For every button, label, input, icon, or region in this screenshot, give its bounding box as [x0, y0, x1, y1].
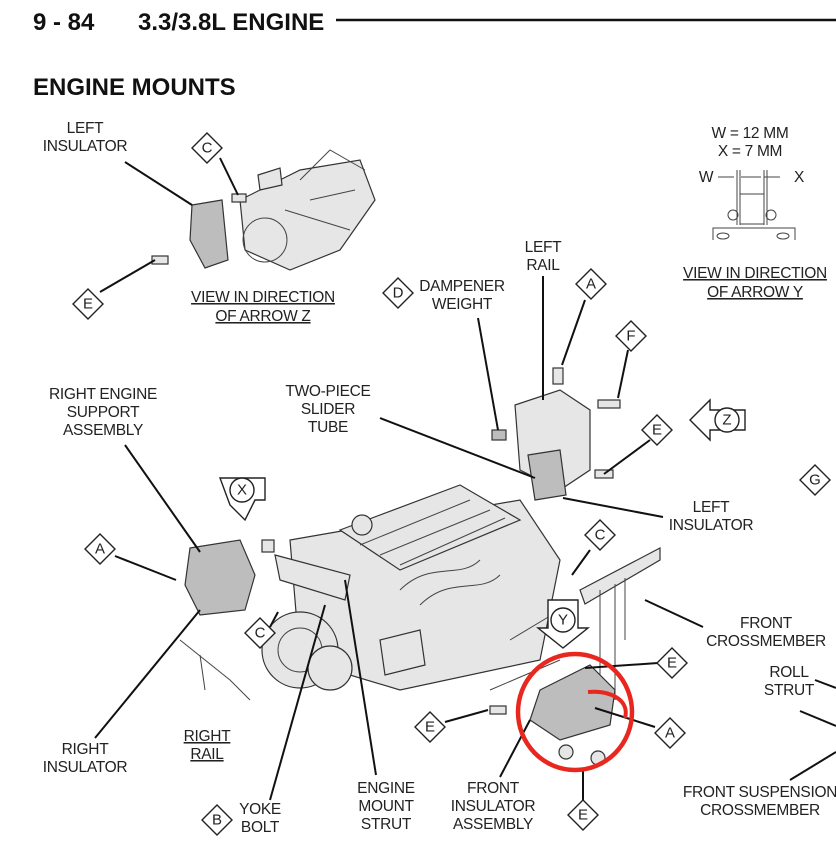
callout-c: C [191, 132, 223, 164]
svg-text:C: C [255, 625, 266, 642]
svg-text:D: D [393, 285, 404, 302]
callout-e: E [656, 647, 688, 679]
svg-text:E: E [425, 719, 435, 736]
svg-text:A: A [665, 725, 675, 742]
svg-text:E: E [652, 422, 662, 439]
svg-text:E: E [83, 296, 93, 313]
svg-text:X: X [237, 482, 247, 499]
callout-e: E [414, 711, 446, 743]
callout-g: G [799, 464, 831, 496]
callout-e: E [641, 414, 673, 446]
callout-a: A [575, 268, 607, 300]
callout-b: B [201, 804, 233, 836]
svg-text:B: B [212, 812, 222, 829]
svg-text:E: E [667, 655, 677, 672]
section-title: 3.3/3.8L ENGINE [138, 9, 324, 36]
left-insulator-illustration [491, 367, 621, 501]
callout-a: A [654, 717, 686, 749]
callout-c: C [584, 519, 616, 551]
callout-e: E [72, 288, 104, 320]
label-dim-x: X [794, 169, 805, 186]
svg-text:C: C [595, 527, 606, 544]
arrow-z-icon: Z [689, 398, 746, 442]
svg-text:Z: Z [722, 412, 731, 429]
svg-text:E: E [578, 807, 588, 824]
callout-c: C [244, 617, 276, 649]
svg-text:Y: Y [558, 612, 568, 629]
engine-illustration [179, 484, 661, 766]
callout-a: A [84, 533, 116, 565]
page-number: 9 - 84 [33, 9, 95, 36]
svg-text:C: C [202, 140, 213, 157]
callout-f: F [615, 320, 647, 352]
arrow-y-icon: Y [536, 599, 590, 649]
arrow-x-icon: X [218, 477, 266, 522]
callout-d: D [382, 277, 414, 309]
svg-text:A: A [95, 541, 105, 558]
label-dim-w: W [699, 169, 714, 186]
view-z-illustration [151, 149, 376, 271]
svg-text:G: G [809, 472, 821, 489]
highlight-circle [515, 651, 635, 773]
page-title: ENGINE MOUNTS [33, 74, 236, 101]
callout-e: E [567, 799, 599, 831]
svg-text:A: A [586, 276, 596, 293]
svg-text:F: F [626, 328, 635, 345]
view-y-illustration [712, 170, 796, 240]
